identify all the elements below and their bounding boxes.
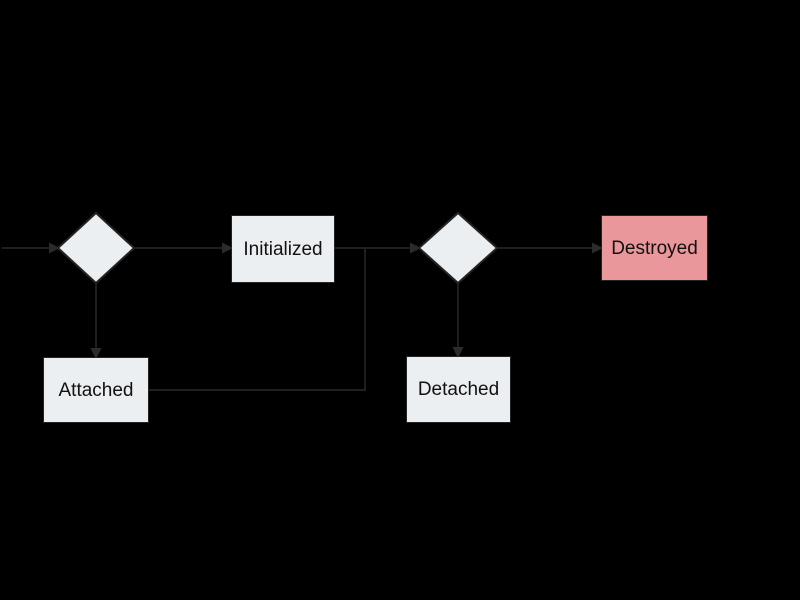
junction-diamond-1 bbox=[56, 211, 136, 285]
node-initialized: Initialized bbox=[231, 215, 335, 283]
node-destroyed: Destroyed bbox=[601, 215, 708, 281]
node-attached: Attached bbox=[43, 357, 149, 423]
node-detached: Detached bbox=[406, 356, 511, 423]
edge-attached-to-exit-junction bbox=[149, 249, 366, 391]
junction-diamond-2 bbox=[417, 211, 499, 285]
